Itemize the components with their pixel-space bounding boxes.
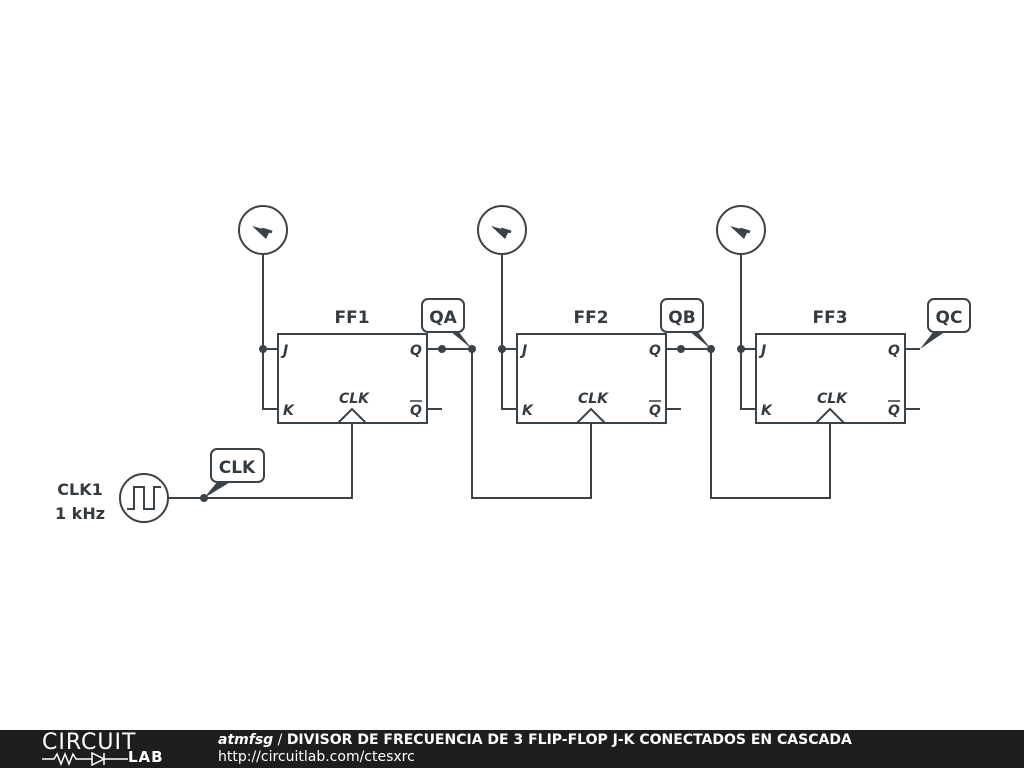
flipflop-ff1[interactable]: FF1 J K Q Q CLK	[277, 308, 428, 424]
pin-qbar-label: Q	[649, 403, 661, 419]
pin-j-label: J	[519, 343, 527, 359]
wire-clk-net	[168, 423, 353, 499]
tag-box	[210, 448, 265, 483]
tag-pointer	[689, 331, 711, 349]
clock-triangle-icon	[815, 407, 845, 424]
wire-ff1-jk	[262, 254, 278, 410]
tag-box	[660, 298, 704, 333]
footer-bar: CIRCUIT LAB atmfsg / DIVISOR DE FRECUENC…	[0, 730, 1024, 768]
tag-box	[927, 298, 971, 333]
flipflop-label: FF2	[573, 308, 608, 328]
circuit-title: DIVISOR DE FRECUENCIA DE 3 FLIP-FLOP J-K…	[286, 732, 852, 748]
tag-label: QA	[429, 308, 457, 328]
tag-label: CLK	[219, 458, 256, 478]
junction-dot	[677, 345, 685, 353]
pin-qbar-label: Q	[888, 403, 900, 419]
flipflop-ff3[interactable]: FF3 J K Q Q CLK	[755, 308, 906, 424]
pin-q-label: Q	[410, 343, 422, 359]
net-tag-qc[interactable]: QC	[920, 298, 971, 349]
clock-source-clk1[interactable]: CLK1 1 kHz	[55, 473, 169, 523]
wire-ff2-jk	[501, 254, 517, 410]
pin-k-label: K	[283, 403, 295, 419]
pin-q-label: Q	[888, 343, 900, 359]
flipflop-label: FF1	[334, 308, 369, 328]
junction-dot	[498, 345, 506, 353]
tag-label: QC	[936, 308, 963, 328]
footer-title-line: atmfsg / DIVISOR DE FRECUENCIA DE 3 FLIP…	[218, 732, 852, 749]
pin-q-label: Q	[649, 343, 661, 359]
source-frequency-label: 1 kHz	[55, 504, 105, 523]
author-link[interactable]: atmfsg	[218, 732, 274, 748]
tag-pointer	[920, 331, 946, 349]
logic-high-source-ff3[interactable]	[716, 205, 766, 255]
pin-clk-label: CLK	[817, 391, 848, 407]
logo-text-top: CIRCUIT	[42, 730, 137, 755]
pin-j-label: J	[280, 343, 288, 359]
tag-box	[421, 298, 465, 333]
tag-pointer	[204, 481, 232, 498]
tag-label: QB	[668, 308, 695, 328]
junction-dot	[438, 345, 446, 353]
net-tag-qa[interactable]: QA	[421, 298, 472, 349]
junctions	[200, 345, 745, 502]
net-tag-qb[interactable]: QB	[660, 298, 711, 349]
pin-qbar-label: Q	[410, 403, 422, 419]
square-wave-glyph	[127, 486, 161, 510]
clock-triangle-icon	[337, 407, 367, 424]
logic-high-glyph-line	[500, 227, 512, 234]
wire-ff3-jk	[740, 254, 756, 410]
pin-clk-label: CLK	[578, 391, 609, 407]
circuitlab-logo[interactable]: CIRCUIT LAB	[40, 732, 180, 766]
logo-text-bottom: LAB	[128, 748, 164, 766]
title-separator: /	[273, 732, 287, 748]
logic-high-glyph	[730, 226, 748, 239]
junction-dot	[259, 345, 267, 353]
pin-j-label: J	[758, 343, 766, 359]
logic-high-glyph	[491, 226, 509, 239]
junction-dot	[737, 345, 745, 353]
source-name-label: CLK1	[57, 480, 102, 499]
pin-k-label: K	[761, 403, 773, 419]
tag-pointer	[450, 331, 472, 349]
flipflop-label: FF3	[812, 308, 847, 328]
pin-clk-label: CLK	[339, 391, 370, 407]
logic-high-glyph	[252, 226, 270, 239]
net-tag-clk[interactable]: CLK	[204, 448, 265, 498]
wire-qb-net	[666, 348, 831, 499]
logic-high-glyph-line	[739, 227, 751, 234]
resistor-diode-icon	[42, 752, 128, 766]
clock-triangle-icon	[576, 407, 606, 424]
pin-k-label: K	[522, 403, 534, 419]
flipflop-ff2[interactable]: FF2 J K Q Q CLK	[516, 308, 667, 424]
circuit-url-link[interactable]: http://circuitlab.com/ctesxrc	[218, 749, 415, 765]
logic-high-source-ff1[interactable]	[238, 205, 288, 255]
logic-high-glyph-line	[261, 227, 273, 234]
logic-high-source-ff2[interactable]	[477, 205, 527, 255]
schematic-canvas: FF1 J K Q Q CLK FF2 J K Q Q CLK FF3 J K …	[55, 205, 971, 523]
wire-qa-net	[427, 348, 592, 499]
